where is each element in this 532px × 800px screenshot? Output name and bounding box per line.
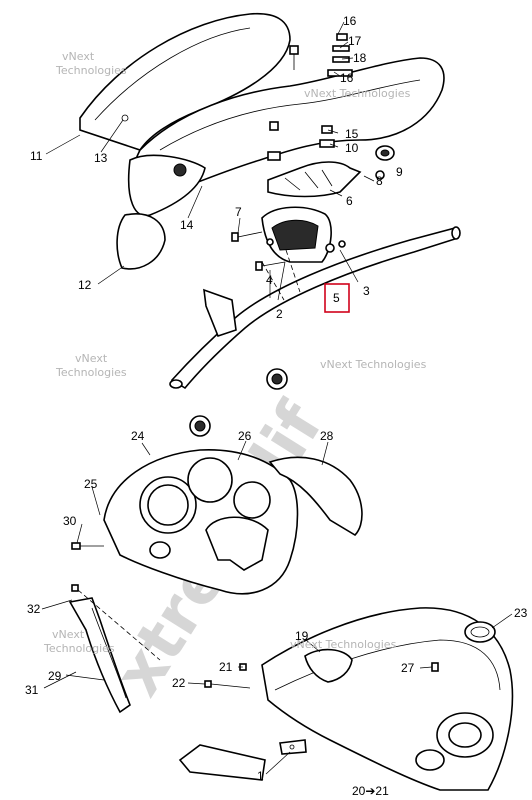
callout-3: 3 xyxy=(363,284,370,298)
grommets xyxy=(189,368,288,437)
watermark-brand: Technologies xyxy=(55,64,127,77)
callout-4: 4 xyxy=(266,273,273,287)
callout-17: 17 xyxy=(348,34,362,48)
instrument-cluster xyxy=(103,448,299,595)
callout-28: 28 xyxy=(320,429,334,443)
callout-18: 18 xyxy=(353,51,367,65)
hardware-stack-top xyxy=(267,33,353,161)
callout-16b: 16 xyxy=(340,71,354,85)
callout-21: 21 xyxy=(219,660,233,674)
callouts: 16 17 18 16 15 10 9 8 6 7 3 4 2 11 13 14… xyxy=(25,14,528,798)
callout-6: 6 xyxy=(346,194,353,208)
callout-5: 5 xyxy=(333,291,340,305)
watermark-brand: vNext Technologies xyxy=(290,638,397,651)
windshield xyxy=(79,12,291,151)
callout-8: 8 xyxy=(376,174,383,188)
watermarks-small: vNext Technologies vNext Technologies vN… xyxy=(43,50,427,655)
bolts-7 xyxy=(231,231,286,271)
callout-20-21: 20➔21 xyxy=(352,784,389,798)
screw-30 xyxy=(71,542,104,550)
knob-9 xyxy=(375,145,395,161)
callout-13: 13 xyxy=(94,151,108,165)
watermark-brand: vNext Technologies xyxy=(320,358,427,371)
cover-19 xyxy=(304,648,353,683)
callout-12: 12 xyxy=(78,278,92,292)
callout-9: 9 xyxy=(396,165,403,179)
callout-30: 30 xyxy=(63,514,77,528)
callout-26: 26 xyxy=(238,429,252,443)
side-bracket xyxy=(68,584,161,714)
cap-23 xyxy=(464,621,496,643)
callout-25: 25 xyxy=(84,477,98,491)
callout-22: 22 xyxy=(172,676,186,690)
callout-24: 24 xyxy=(131,429,145,443)
watermark-brand: Technologies xyxy=(55,366,127,379)
watermark-brand: vNext xyxy=(52,628,85,641)
highlight-box-5 xyxy=(324,283,350,313)
callout-7: 7 xyxy=(235,205,242,219)
callout-27: 27 xyxy=(401,661,415,675)
callout-1: 1 xyxy=(257,769,264,783)
leader-lines xyxy=(41,21,513,775)
watermark-brand: vNext Technologies xyxy=(304,87,411,100)
callout-29: 29 xyxy=(48,669,62,683)
mount-assembly xyxy=(261,206,346,263)
handlebar xyxy=(169,226,461,390)
callout-2: 2 xyxy=(276,307,283,321)
watermark-brand: vNext xyxy=(75,352,108,365)
callout-14: 14 xyxy=(180,218,194,232)
lower-housing xyxy=(178,607,514,791)
callout-10: 10 xyxy=(345,141,359,155)
callout-15: 15 xyxy=(345,127,359,141)
watermark-brand: Technologies xyxy=(43,642,115,655)
callout-31: 31 xyxy=(25,683,39,697)
bracket-6 xyxy=(267,161,385,198)
callout-19: 19 xyxy=(295,629,309,643)
cover-28 xyxy=(268,456,363,537)
callout-11: 11 xyxy=(30,149,43,163)
callout-32: 32 xyxy=(27,602,41,616)
callout-16: 16 xyxy=(343,14,357,28)
callout-23: 23 xyxy=(514,606,528,620)
watermark-brand: vNext xyxy=(62,50,95,63)
upper-housing xyxy=(116,57,445,270)
